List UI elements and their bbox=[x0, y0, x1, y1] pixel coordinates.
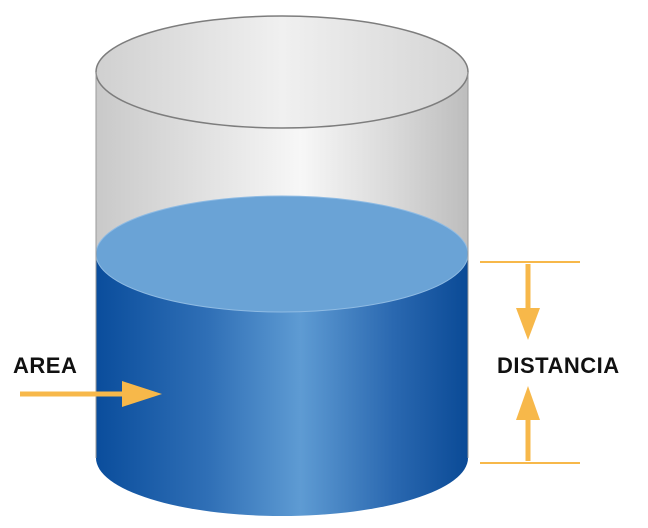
distance-marker-icon bbox=[480, 261, 580, 464]
water-surface bbox=[95, 195, 469, 313]
water-body bbox=[96, 254, 468, 516]
area-label: AREA bbox=[13, 353, 78, 378]
area-arrow-icon bbox=[20, 381, 162, 407]
tank-rim bbox=[95, 15, 469, 129]
distance-label: DISTANCIA bbox=[497, 353, 620, 378]
